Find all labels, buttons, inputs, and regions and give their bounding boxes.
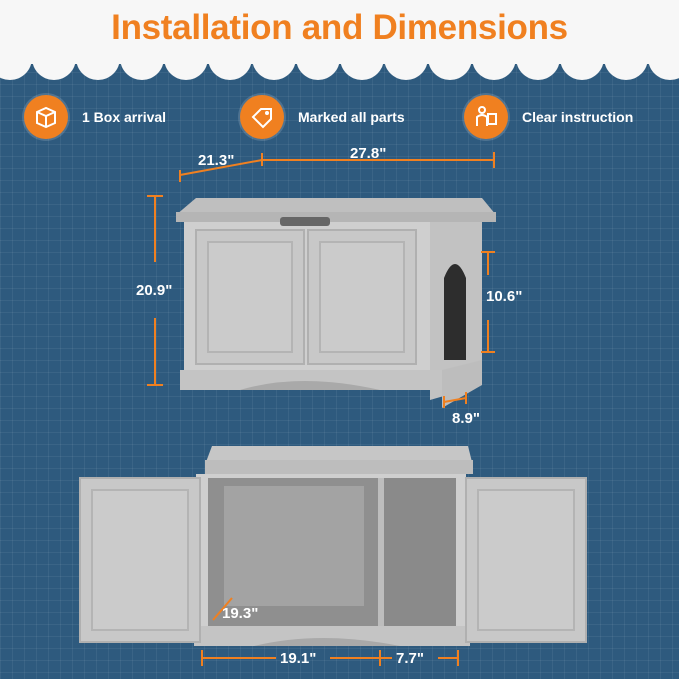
feature-label: Clear instruction <box>522 109 634 125</box>
dimension-height: 20.9" <box>136 282 173 299</box>
page-title: Installation and Dimensions <box>111 8 568 47</box>
feature-label: 1 Box arrival <box>82 109 167 125</box>
dimension-inner-depth: 19.3" <box>222 605 259 622</box>
instruction-icon <box>464 95 508 139</box>
feature-marked-parts: Marked all parts <box>240 95 405 139</box>
feature-box-arrival: 1 Box arrival <box>24 95 166 139</box>
tag-icon <box>240 95 284 139</box>
features-row: 1 Box arrival Marked all parts Clear ins… <box>0 95 679 155</box>
dimension-door-width: 8.9" <box>452 410 480 427</box>
feature-clear-instruction: Clear instruction <box>464 95 633 139</box>
scalloped-edge <box>0 54 679 80</box>
dimension-width: 27.8" <box>350 145 387 162</box>
dimension-lines-bottom <box>201 597 459 666</box>
closed-cabinet <box>176 198 496 408</box>
dimension-depth: 21.3" <box>198 152 235 169</box>
feature-label: Marked all parts <box>298 109 405 125</box>
dimension-left-compartment: 19.1" <box>280 650 317 667</box>
open-cabinet <box>79 446 587 646</box>
dimension-door-height: 10.6" <box>486 288 523 305</box>
dimension-right-compartment: 7.7" <box>396 650 424 667</box>
dimension-lines-top <box>147 152 495 408</box>
box-icon <box>24 95 68 139</box>
